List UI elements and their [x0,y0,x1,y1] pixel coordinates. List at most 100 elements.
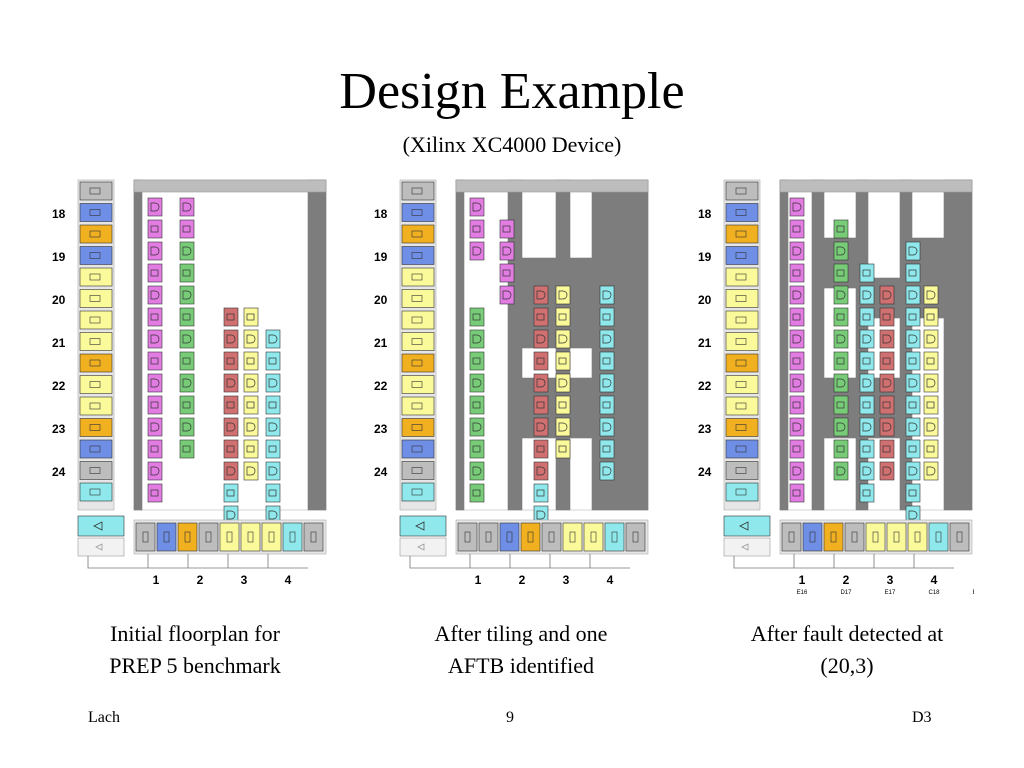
flipflop-icon [926,357,935,365]
logic-gate-icon [246,378,256,388]
row-number-label: 20 [52,293,66,307]
header-cell-strip [133,179,327,193]
logic-cell [599,307,615,327]
logic-gate-icon [536,334,546,344]
row-number-label: 23 [698,422,712,436]
bottom-io-block [604,522,625,552]
footer-page-number: 9 [506,709,514,726]
io-block [401,246,435,265]
io-pad-icon [89,273,101,281]
io-block [725,310,759,330]
logic-cell [859,329,875,349]
io-block [79,418,113,437]
clock-buffer-block [723,515,771,537]
io-pad-icon [411,424,423,431]
io-pad-icon [268,531,275,543]
io-block [401,310,435,330]
logic-cell [905,417,921,437]
slide-title: Design Example [339,63,685,120]
clock-buffer-block [399,515,447,537]
io-pad-icon [89,187,101,195]
spare-buffer-block [77,537,125,557]
spare-buffer-block [399,537,447,557]
logic-cell [923,461,939,481]
flipflop-icon [792,401,801,409]
logic-gate-icon [792,202,802,212]
logic-gate-icon [268,510,278,520]
io-pad-icon [735,381,747,388]
logic-cell [789,263,805,283]
logic-cell [599,329,615,349]
header-cell-strip [779,179,973,193]
logic-gate-icon [792,334,802,344]
flipflop-icon [226,357,235,365]
bottom-io-block [949,522,970,552]
logic-cell [469,439,485,459]
buffer-icon [417,543,425,551]
logic-gate-icon [926,290,936,300]
logic-cell [223,483,239,503]
logic-cell [789,373,805,393]
bottom-wiring [733,554,954,569]
io-pad-icon [464,531,471,543]
logic-cell [833,241,849,261]
flipflop-icon [536,313,545,321]
logic-cell [859,263,875,283]
io-pad-icon [411,252,423,259]
io-pad-icon [872,531,879,543]
io-block [401,332,435,351]
flipflop-icon [836,401,845,409]
logic-cell [147,329,163,349]
logic-cell [223,329,239,349]
logic-cell [499,263,515,283]
row-number-label: 20 [374,293,388,307]
io-block [401,353,435,373]
row-number-label: 18 [374,207,388,221]
logic-cell [555,351,571,371]
io-block [725,375,759,394]
logic-gate-icon [792,422,802,432]
logic-cell [555,285,571,305]
flipflop-icon [836,313,845,321]
logic-gate-icon [836,246,846,256]
logic-cell [905,307,921,327]
flipflop-icon [182,401,191,409]
flipflop-icon [908,445,917,453]
io-pad-icon [89,424,101,431]
logic-gate-icon [150,422,160,432]
logic-cell [879,395,895,415]
logic-gate-icon [182,202,192,212]
logic-cell [147,307,163,327]
logic-cell [789,285,805,305]
logic-gate-icon [908,510,918,520]
logic-gate-icon [908,246,918,256]
logic-gate-icon [246,466,256,476]
logic-cell [599,439,615,459]
buffer-icon [93,521,103,531]
flipflop-icon [558,401,567,409]
logic-cell [789,351,805,371]
row-number-label: 18 [698,207,712,221]
logic-gate-icon [882,422,892,432]
io-pad-icon [411,338,423,345]
logic-gate-icon [558,378,568,388]
logic-cell [533,307,549,327]
logic-gate-icon [602,290,612,300]
bottom-io-block [177,522,198,552]
logic-gate-icon [792,378,802,388]
logic-cell [555,395,571,415]
column-number-label: 1 [153,573,160,587]
bottom-io-block [457,522,478,552]
io-pad-icon [411,359,423,367]
logic-gate-icon [792,290,802,300]
floorplan-panel-fault: 1819202122232412345E16D17E17C18E18 [684,178,974,598]
bottom-io-block [499,522,520,552]
logic-cell [879,417,895,437]
flipflop-icon [558,445,567,453]
logic-cell [789,439,805,459]
bottom-io-block [303,522,324,552]
io-block [401,418,435,437]
logic-cell [147,461,163,481]
